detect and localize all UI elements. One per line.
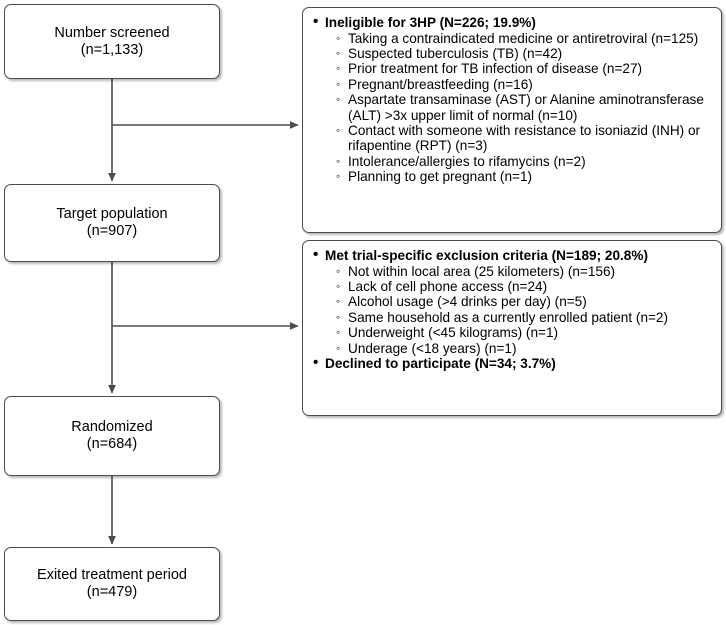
exclusion-group-heading: Declined to participate (N=34; 3.7%)	[325, 356, 556, 372]
exclusion-group-list: Met trial-specific exclusion criteria (N…	[311, 247, 713, 372]
exclusion-group: Declined to participate (N=34; 3.7%)	[311, 355, 713, 372]
exclusion-reason: Lack of cell phone access (n=24)	[336, 279, 713, 295]
flow-node-randomized: Randomized (n=684)	[4, 396, 220, 476]
flow-node-target-population: Target population (n=907)	[4, 184, 220, 262]
exclusion-group-heading: Met trial-specific exclusion criteria (N…	[325, 248, 648, 263]
flow-node-number-screened: Number screened (n=1,133)	[4, 4, 220, 79]
exclusion-reason: Same household as a currently enrolled p…	[336, 310, 713, 326]
exclusion-group: Met trial-specific exclusion criteria (N…	[311, 247, 713, 357]
exclusion-reason-list: Not within local area (25 kilometers) (n…	[325, 264, 713, 357]
flow-node-label: Randomized (n=684)	[71, 419, 153, 452]
exclusion-reason: Aspartate transaminase (AST) or Alanine …	[336, 92, 713, 123]
exclusion-reason: Alcohol usage (>4 drinks per day) (n=5)	[336, 294, 713, 310]
exclusion-reason: Planning to get pregnant (n=1)	[336, 169, 713, 185]
flow-node-label: Target population (n=907)	[56, 206, 168, 239]
exclusion-group: Ineligible for 3HP (N=226; 19.9%) Taking…	[311, 14, 713, 185]
flow-node-label: Number screened (n=1,133)	[54, 24, 170, 58]
exclusion-reason-list: Taking a contraindicated medicine or ant…	[325, 31, 713, 185]
exclusion-reason: Taking a contraindicated medicine or ant…	[336, 31, 713, 47]
exclusion-reason: Underage (<18 years) (n=1)	[336, 341, 713, 357]
exclusion-reason: Not within local area (25 kilometers) (n…	[336, 264, 713, 280]
flow-node-exited-treatment-period: Exited treatment period (n=479)	[4, 547, 220, 621]
exclusion-reason: Underweight (<45 kilograms) (n=1)	[336, 325, 713, 341]
exclusion-box-trial-specific: Met trial-specific exclusion criteria (N…	[302, 240, 722, 416]
exclusion-reason: Contact with someone with resistance to …	[336, 123, 713, 154]
exclusion-box-ineligible: Ineligible for 3HP (N=226; 19.9%) Taking…	[302, 7, 722, 233]
exclusion-reason: Pregnant/breastfeeding (n=16)	[336, 77, 713, 93]
exclusion-reason: Prior treatment for TB infection of dise…	[336, 61, 713, 77]
exclusion-reason: Intolerance/allergies to rifamycins (n=2…	[336, 154, 713, 170]
exclusion-reason: Suspected tuberculosis (TB) (n=42)	[336, 46, 713, 62]
exclusion-group-heading: Ineligible for 3HP (N=226; 19.9%)	[325, 15, 536, 30]
exclusion-group-list: Ineligible for 3HP (N=226; 19.9%) Taking…	[311, 14, 713, 185]
flow-node-label: Exited treatment period (n=479)	[37, 567, 187, 600]
